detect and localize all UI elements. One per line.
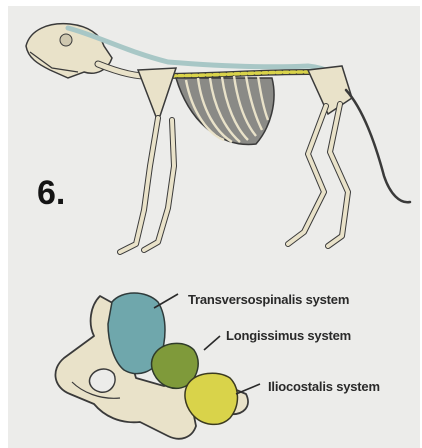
label-iliocostalis-system: Iliocostalis system — [268, 380, 380, 393]
vertebral-canal — [89, 369, 115, 392]
label-transversospinalis-system: Transversospinalis system — [188, 293, 349, 306]
label-longissimus-system: Longissimus system — [226, 329, 351, 342]
textbook-page-photo: 6. Transversospinalis system Longissimus… — [8, 6, 420, 448]
leader-line-iliocostalis — [236, 384, 260, 394]
leader-line-longissimus — [204, 336, 220, 350]
panel-number: 6. — [37, 176, 65, 210]
